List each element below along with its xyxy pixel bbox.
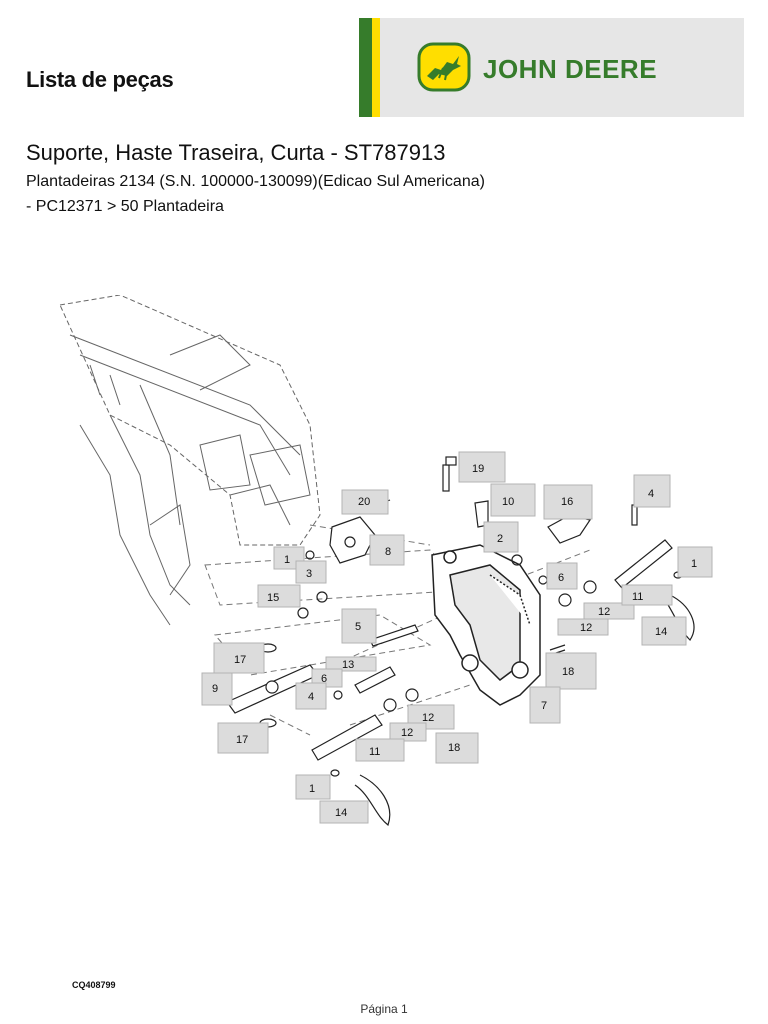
john-deere-deer-logo-icon	[417, 42, 471, 92]
callout-label: 6	[321, 673, 327, 685]
brand-banner: JOHN DEERE	[359, 18, 744, 117]
callout-9: 9	[201, 672, 233, 706]
callout-label: 3	[306, 568, 312, 580]
brand-stripe-green	[359, 18, 372, 117]
callout-20: 20	[341, 489, 389, 515]
callout-label: 20	[358, 496, 370, 508]
main-bracket-part	[431, 544, 541, 706]
hairpin-clips	[354, 594, 695, 826]
callout-label: 2	[497, 533, 503, 545]
callout-7: 7	[529, 686, 561, 724]
callout-label: 11	[632, 591, 643, 603]
model-subtitle: Plantadeiras 2134 (S.N. 100000-130099)(E…	[26, 173, 485, 190]
callout-label: 14	[335, 807, 347, 819]
callout-13: 13	[325, 656, 377, 672]
callout-label: 15	[267, 592, 279, 604]
document-type-heading: Lista de peças	[26, 67, 174, 92]
callout-6a: 6	[546, 562, 578, 590]
callout-4b: 4	[295, 682, 327, 710]
figure-id: CQ408799	[72, 980, 116, 990]
callout-2: 2	[483, 521, 519, 553]
callout-label: 18	[448, 742, 460, 754]
callout-label: 19	[472, 463, 484, 475]
callout-label: 17	[234, 654, 246, 666]
callout-12d: 12	[389, 722, 427, 742]
callout-16: 16	[543, 484, 593, 520]
exploded-parts-diagram: 19 10 16 4 20 8 2 6 1 1 3 15 5 12 12 11 …	[59, 295, 713, 826]
callout-12a: 12	[583, 602, 635, 620]
callout-3: 3	[295, 560, 327, 584]
model-subtitle-2: - PC12371 > 50 Plantadeira	[26, 198, 224, 215]
frame-structure-drawing	[59, 295, 321, 626]
callout-8: 8	[369, 534, 405, 566]
washers-and-rings	[259, 550, 683, 777]
callout-label: 16	[561, 496, 573, 508]
callout-label: 5	[355, 621, 361, 633]
callout-label: 14	[655, 626, 667, 638]
page-number: Página 1	[360, 1002, 408, 1016]
callout-17a: 17	[213, 642, 265, 674]
brand-wordmark: JOHN DEERE	[483, 54, 658, 84]
callout-14b: 14	[319, 800, 369, 824]
callout-1b: 1	[677, 546, 713, 578]
callout-label: 18	[562, 666, 574, 678]
callout-15: 15	[257, 584, 301, 608]
callout-19: 19	[458, 451, 506, 483]
callout-label: 12	[580, 622, 592, 634]
callout-label: 11	[369, 746, 380, 758]
callout-label: 4	[648, 488, 654, 500]
pins-and-bolts	[226, 456, 673, 761]
callout-11a: 11	[621, 584, 673, 606]
callout-label: 8	[385, 546, 391, 558]
callout-label: 1	[309, 783, 315, 795]
part-title: Suporte, Haste Traseira, Curta - ST78791…	[26, 140, 446, 165]
callout-label: 13	[342, 659, 354, 671]
callout-18a: 18	[545, 652, 597, 690]
callout-label: 1	[691, 558, 697, 570]
callout-label: 1	[284, 554, 290, 566]
callout-label: 12	[422, 712, 434, 724]
callout-14a: 14	[641, 616, 687, 646]
callout-label: 12	[401, 727, 413, 739]
callout-label: 17	[236, 734, 248, 746]
callout-label: 6	[558, 572, 564, 584]
callout-label: 4	[308, 691, 314, 703]
callout-17b: 17	[217, 722, 269, 754]
callout-11b: 11	[355, 738, 405, 762]
callout-12b: 12	[557, 618, 609, 636]
callout-label: 9	[212, 683, 218, 695]
callout-1c: 1	[295, 774, 331, 800]
callout-18b: 18	[435, 732, 479, 764]
callout-5: 5	[341, 608, 377, 644]
callout-4a: 4	[633, 474, 671, 508]
clamp-part	[329, 516, 376, 564]
callout-label: 12	[598, 606, 610, 618]
callout-10: 10	[490, 483, 536, 517]
callout-label: 10	[502, 496, 514, 508]
brand-stripe-yellow	[372, 18, 380, 117]
callout-label: 7	[541, 700, 547, 712]
